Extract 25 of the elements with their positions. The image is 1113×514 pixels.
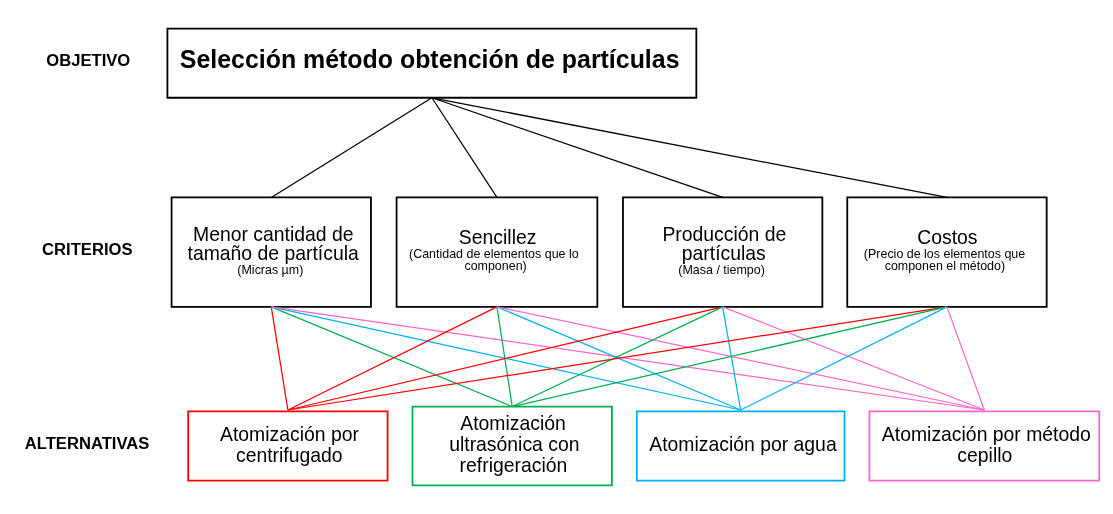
node-box: Selección método obtención de partículas: [166, 27, 698, 99]
label: CRITERIOS: [42, 240, 133, 260]
connector: [431, 97, 948, 199]
label: OBJETIVO: [46, 51, 131, 71]
connector: [431, 97, 724, 199]
label: ALTERNATIVAS: [24, 433, 150, 453]
node-box: Atomización por centrifugado: [187, 410, 389, 482]
connector: [270, 97, 433, 199]
node-box: Atomización por método cepillo: [868, 410, 1101, 482]
node-box: Menor cantidad de tamaño de partícula (Micras µm): [170, 196, 372, 308]
node-box: Costos (Precio de los elementos que componen el método): [846, 196, 1048, 308]
connector: [496, 306, 513, 408]
connector: [496, 306, 742, 411]
connector: [431, 97, 498, 199]
connector: [511, 306, 724, 408]
node-box: Sencillez (Cantidad de elementos que lo componen): [395, 196, 599, 308]
node-box: Atomización por agua: [635, 410, 846, 482]
connector: [287, 306, 498, 411]
connector: [270, 306, 289, 411]
connector: [740, 306, 948, 411]
node-box: Producción de partículas (Masa / tiempo): [622, 196, 824, 308]
connector: [722, 306, 985, 411]
node-box: Atomización ultrasónica con refrigeración: [411, 405, 613, 487]
connector: [722, 306, 742, 411]
connector: [946, 306, 985, 411]
